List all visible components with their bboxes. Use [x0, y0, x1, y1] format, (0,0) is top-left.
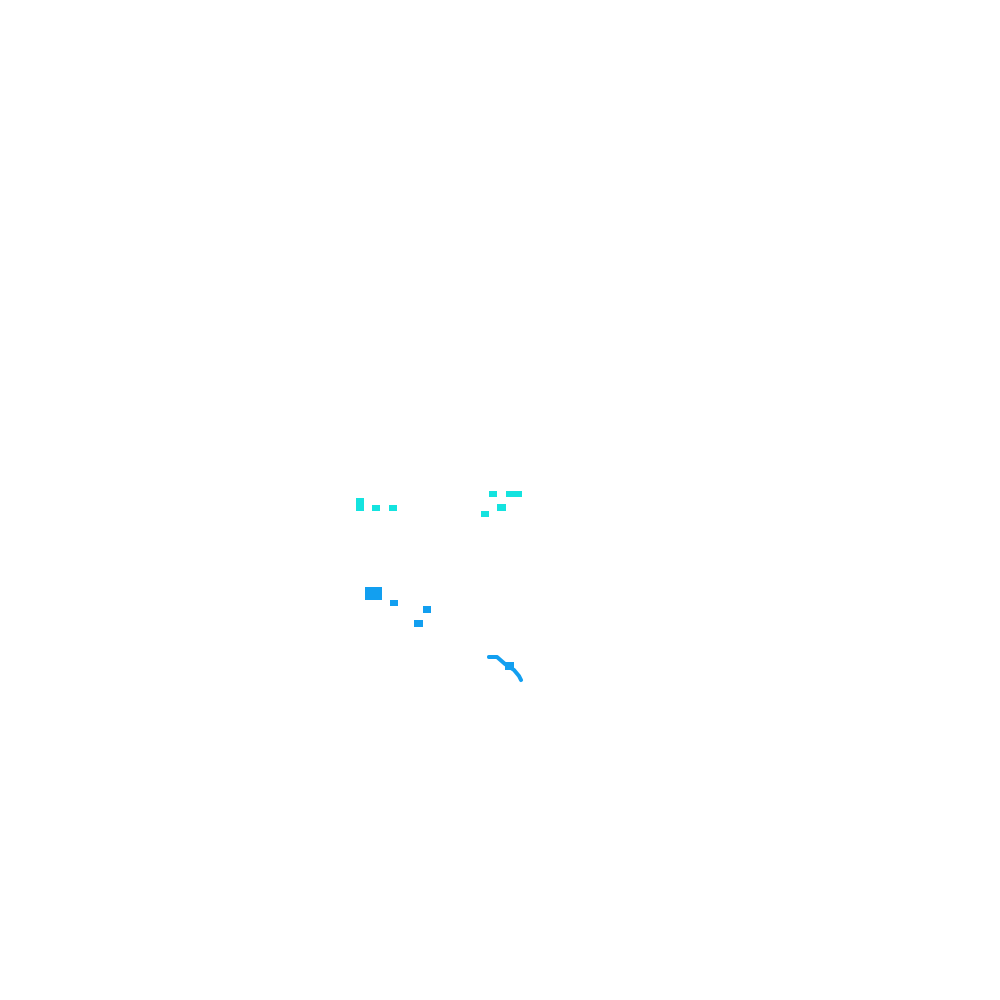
cyan-pixel [506, 491, 522, 497]
blue-pixel [505, 662, 514, 670]
blue-pixel [423, 606, 431, 613]
cyan-pixel [372, 505, 380, 511]
cyan-pixel [389, 505, 397, 511]
cyan-pixel [356, 498, 364, 511]
cyan-cluster-left [356, 498, 397, 511]
blue-pixel [365, 587, 382, 600]
blue-cluster-left [365, 587, 431, 627]
cyan-pixel [497, 504, 506, 511]
cyan-pixel [481, 511, 489, 517]
blue-stroke-right [487, 655, 523, 682]
cyan-cluster-right [481, 491, 522, 517]
cyan-pixel [489, 491, 497, 497]
blue-pixel [390, 600, 398, 606]
blue-pixel [414, 620, 423, 627]
